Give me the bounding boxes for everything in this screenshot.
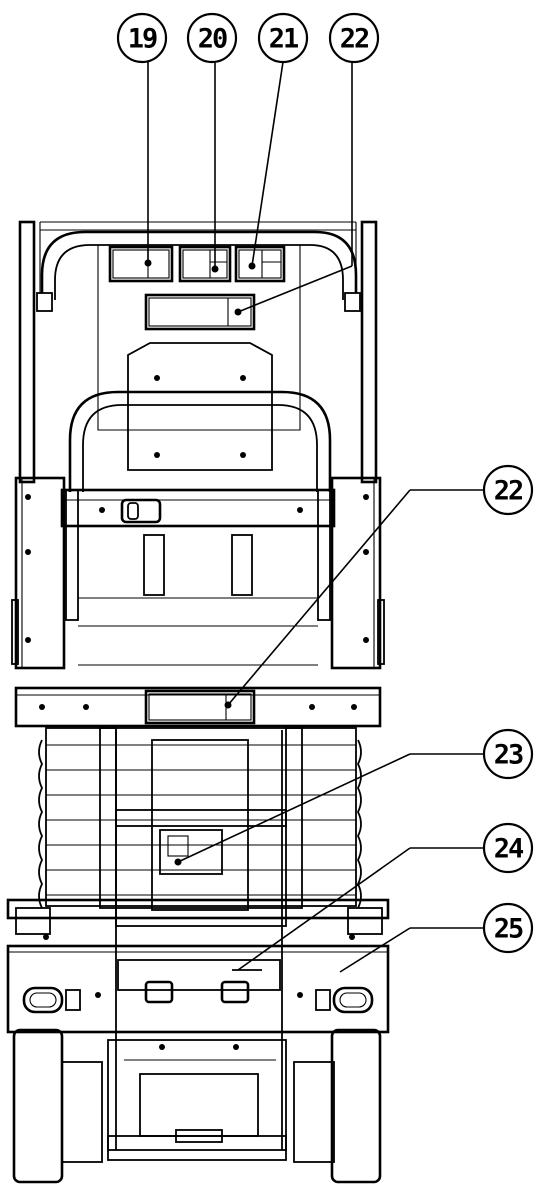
side-panels [11,476,385,670]
chassis [6,730,390,1184]
scissor-stack [38,727,362,927]
upper-guardrail [18,220,378,484]
callout-24-label: 24 [494,834,524,865]
callout-23-label: 23 [494,740,523,771]
callout-22-right: 22 [482,464,534,516]
callout-19: 19 [116,12,168,64]
callout-20: 20 [186,12,238,64]
callout-22-top-label: 22 [340,24,369,55]
callout-22-top: 22 [328,12,380,64]
decal-group-top [108,245,286,331]
callout-23: 23 [482,728,534,780]
callout-25: 25 [482,902,534,954]
lower-guardrail [60,390,336,528]
callout-21-label: 21 [269,24,298,55]
platform-deck [14,686,382,728]
callout-20-label: 20 [198,24,227,55]
callout-25-label: 25 [494,914,523,945]
callout-21: 21 [257,12,309,64]
callout-22-right-label: 22 [494,476,523,507]
callout-19-label: 19 [128,24,157,55]
leader-lines [147,61,484,973]
callout-24: 24 [482,822,534,874]
